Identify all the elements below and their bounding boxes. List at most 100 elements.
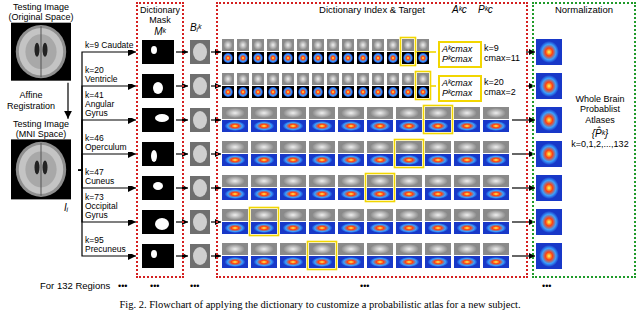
atlas-tissue [283, 74, 292, 84]
probability-map [418, 53, 428, 63]
probability-map [283, 121, 304, 131]
ellipsis-mark: ••• [542, 281, 551, 291]
atlas-tissue [312, 244, 332, 254]
probability-thumbnail [417, 52, 429, 64]
node-text: Whole Brain Probablist Atlases [568, 94, 632, 125]
column-symbol: Bᵢᵏ [190, 22, 201, 34]
atlas-tissue [486, 176, 506, 186]
flow-connector [78, 120, 136, 170]
ventricle [43, 43, 48, 57]
probability-map [254, 121, 275, 131]
probability-thumbnail [280, 154, 306, 166]
label-box: ••• [360, 281, 369, 291]
probability-thumbnail [425, 188, 451, 200]
atlas-tissue [253, 40, 262, 50]
atlas-thumbnail [367, 107, 393, 119]
probability-thumbnail [309, 256, 335, 268]
probability-thumbnail [338, 256, 364, 268]
atlas-tissue [388, 74, 397, 84]
probability-thumbnail [338, 120, 364, 132]
atlas-thumbnail [387, 73, 399, 85]
atlas-thumbnail [222, 175, 248, 187]
atlas-thumbnail [222, 107, 248, 119]
probability-thumbnail [252, 86, 264, 98]
atlas-thumbnail [387, 39, 399, 51]
atlas-tissue [341, 108, 361, 118]
cropped-image [190, 40, 210, 64]
flow-connector [78, 86, 136, 170]
ventricle [43, 160, 48, 174]
probability-thumbnail [367, 222, 393, 234]
probability-map [399, 223, 420, 233]
probability-map [343, 87, 353, 97]
atlas-thumbnail [222, 243, 248, 255]
probability-thumbnail [454, 222, 480, 234]
atlas-tissue [313, 40, 322, 50]
atlas-tissue [312, 108, 332, 118]
probability-map [283, 257, 304, 267]
atlas-thumbnail [338, 243, 364, 255]
figure-caption: Fig. 2. Flowchart of applying the dictio… [0, 299, 640, 311]
normalized-probability [539, 41, 559, 63]
mri-background [11, 23, 71, 81]
atlas-tissue [370, 244, 390, 254]
atlas-tissue [328, 40, 337, 50]
edge-label-box: k=41 Angular Gyrus [85, 91, 134, 118]
region-count-note: For 132 Regions [40, 281, 110, 292]
probability-map [486, 223, 507, 233]
ellipsis-mark: ••• [118, 281, 127, 291]
probability-map [358, 53, 368, 63]
atlas-tissue [370, 108, 390, 118]
atlas-thumbnail [309, 107, 335, 119]
node-heading: Testing Image (MNI Space) [4, 119, 78, 140]
probability-thumbnail [312, 86, 324, 98]
atlas-thumbnail [402, 73, 414, 85]
atlas-tissue [312, 142, 332, 152]
probability-thumbnail [425, 154, 451, 166]
edge-label-box: k=73 Occipital Gyrus [85, 193, 134, 220]
node-text: {P̂ᵏ} [568, 128, 632, 140]
probability-map [457, 257, 478, 267]
probability-thumbnail [454, 256, 480, 268]
atlas-tissue [225, 244, 245, 254]
ventricle [35, 160, 40, 174]
midline [41, 143, 42, 196]
atlas-thumbnail [309, 141, 335, 153]
mask-region [155, 218, 169, 230]
probability-thumbnail [483, 188, 509, 200]
selected-highlight [308, 242, 337, 270]
atlas-thumbnail [454, 175, 480, 187]
cropped-image [190, 210, 210, 234]
atlas-tissue [418, 74, 427, 84]
atlas-tissue [268, 74, 277, 84]
atlas-thumbnail [396, 209, 422, 221]
atlas-tissue [238, 40, 247, 50]
mask-image [142, 74, 174, 98]
atlas-thumbnail [297, 73, 309, 85]
probability-map [388, 53, 398, 63]
cropped-image [190, 244, 210, 268]
probability-map [312, 223, 333, 233]
probability-map [313, 53, 323, 63]
atlas-tissue [298, 40, 307, 50]
probability-map [457, 223, 478, 233]
probability-map [225, 257, 246, 267]
probability-map [341, 223, 362, 233]
atlas-tissue [225, 176, 245, 186]
atlas-tissue [399, 210, 419, 220]
probability-map [312, 155, 333, 165]
probability-map [428, 155, 449, 165]
atlas-thumbnail [312, 39, 324, 51]
node-heading: Aᵏcmax [442, 44, 478, 54]
atlas-thumbnail [280, 141, 306, 153]
atlas-thumbnail [338, 175, 364, 187]
cropped-image [190, 74, 210, 98]
probability-map [428, 189, 449, 199]
probability-thumbnail [222, 188, 248, 200]
probability-thumbnail [222, 222, 248, 234]
probability-map [225, 189, 246, 199]
probability-thumbnail [338, 154, 364, 166]
ellipsis-mark: ••• [190, 281, 199, 291]
selected-highlight [424, 106, 453, 134]
